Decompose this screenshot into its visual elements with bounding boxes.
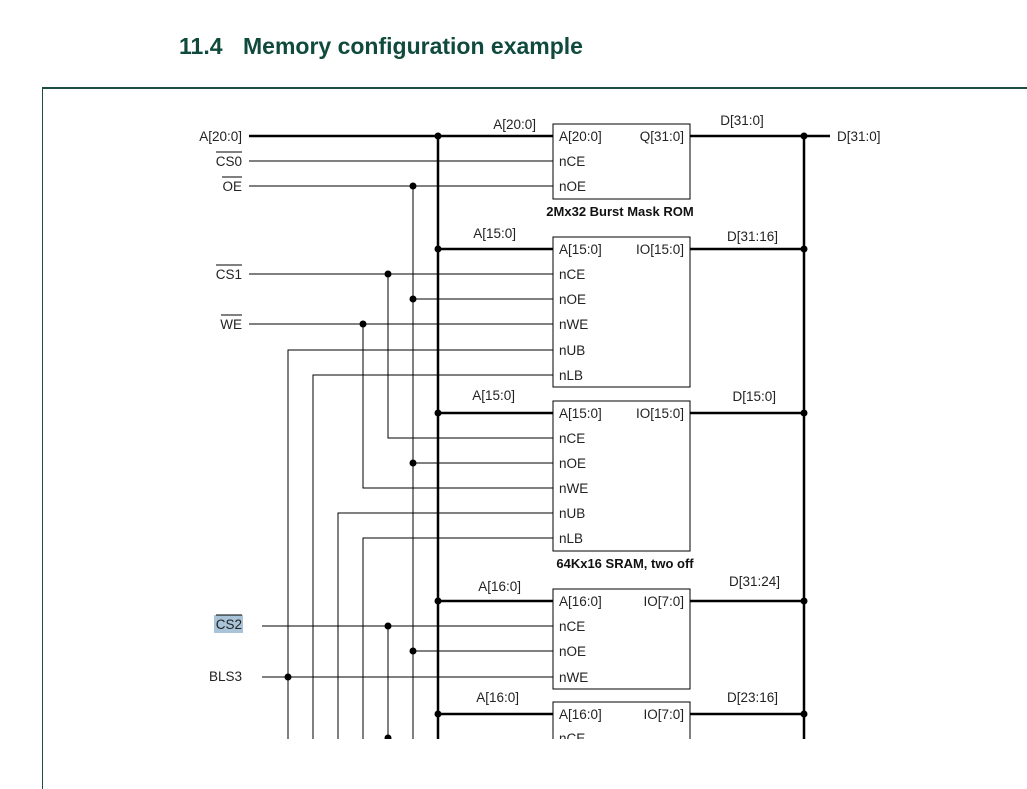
- sram1-addr-bus-label: A[15:0]: [473, 226, 516, 241]
- junction-dot: [434, 409, 442, 417]
- dev8a-pin-io: IO[7:0]: [643, 594, 684, 609]
- junction-dot: [359, 320, 367, 328]
- dev8b-chip: [552, 701, 691, 739]
- section-number: 11.4: [179, 33, 223, 59]
- cs2-selection-highlight: [214, 615, 243, 633]
- sram2-nub-line: [337, 512, 553, 739]
- sram1-pin-nub: nUB: [559, 343, 585, 358]
- rom-caption: 2Mx32 Burst Mask ROM: [546, 204, 693, 219]
- rom-data-bus-label: D[31:0]: [720, 113, 764, 128]
- dev8a-chip: [552, 588, 691, 690]
- sram1-pin-nce: nCE: [559, 267, 585, 282]
- rom-pin-addr: A[20:0]: [559, 129, 602, 144]
- sram2-pin-nwe: nWE: [559, 481, 588, 496]
- junction-dot: [384, 734, 392, 739]
- dev8a-pin-addr: A[16:0]: [559, 594, 602, 609]
- rom-chip: [552, 123, 691, 200]
- dev8a-addr-bus-label: A[16:0]: [478, 579, 521, 594]
- junction-dot: [409, 182, 417, 190]
- section-title: Memory configuration example: [243, 33, 583, 59]
- sram1-nub-line: [287, 349, 553, 739]
- sram1-pin-nwe: nWE: [559, 317, 588, 332]
- sram2-chip: [552, 400, 691, 552]
- junction-dot: [800, 132, 808, 140]
- cs1-label: CS1: [216, 267, 242, 282]
- rom-pin-q: Q[31:0]: [640, 129, 684, 144]
- figure-frame: [42, 87, 1027, 789]
- memory-schematic: A[20:0] CS0 OE CS1 WE CS2 BLS3 D[31:0] A…: [199, 113, 881, 739]
- junction-dot: [409, 459, 417, 467]
- dev8a-pin-nce: nCE: [559, 619, 585, 634]
- sram1-pin-nlb: nLB: [559, 368, 583, 383]
- junction-dot: [409, 295, 417, 303]
- dev8a-pin-nwe: nWE: [559, 670, 588, 685]
- sram2-data-bus-label: D[15:0]: [732, 389, 776, 404]
- sram2-pin-io: IO[15:0]: [636, 406, 684, 421]
- section-heading: 11.4 Memory configuration example: [179, 33, 583, 60]
- junction-dot: [434, 132, 442, 140]
- junction-dot: [434, 710, 442, 718]
- junction-dot: [800, 409, 808, 417]
- rom-addr-bus-label: A[20:0]: [493, 117, 536, 132]
- rom-pin-nce: nCE: [559, 154, 585, 169]
- cs1-trunk: [387, 274, 553, 439]
- junction-dot: [434, 245, 442, 253]
- sram2-pin-addr: A[15:0]: [559, 406, 602, 421]
- sram1-pin-io: IO[15:0]: [636, 242, 684, 257]
- junction-dot: [800, 710, 808, 718]
- sram2-pin-noe: nOE: [559, 456, 586, 471]
- oe-label: OE: [222, 179, 242, 194]
- junction-dots: [284, 132, 808, 739]
- we-label: WE: [220, 317, 242, 332]
- junction-dot: [384, 622, 392, 630]
- junction-dot: [800, 245, 808, 253]
- junction-dot: [409, 647, 417, 655]
- sram1-pin-addr: A[15:0]: [559, 242, 602, 257]
- sram2-pin-nlb: nLB: [559, 531, 583, 546]
- sram2-pin-nub: nUB: [559, 506, 585, 521]
- sram1-chip: [552, 236, 691, 388]
- dev8a-pin-noe: nOE: [559, 644, 586, 659]
- rom-pin-noe: nOE: [559, 179, 586, 194]
- data-out-label: D[31:0]: [837, 129, 881, 144]
- we-trunk: [362, 324, 553, 489]
- dev8b-pin-addr: A[16:0]: [559, 707, 602, 722]
- sram1-pin-noe: nOE: [559, 292, 586, 307]
- sram2-pin-nce: nCE: [559, 431, 585, 446]
- sram-caption: 64Kx16 SRAM, two off: [556, 556, 694, 571]
- dev8b-pin-nce: nCE: [559, 731, 585, 739]
- dev8a-data-bus-label: D[31:24]: [729, 574, 780, 589]
- junction-dot: [800, 597, 808, 605]
- sram1-nlb-line: [312, 374, 553, 739]
- addr-in-label: A[20:0]: [199, 129, 242, 144]
- dev8b-pin-io: IO[7:0]: [643, 707, 684, 722]
- cs0-label: CS0: [216, 154, 242, 169]
- dev8b-data-bus-label: D[23:16]: [727, 690, 778, 705]
- sram2-nlb-line: [362, 537, 553, 739]
- junction-dot: [384, 270, 392, 278]
- sram1-data-bus-label: D[31:16]: [727, 229, 778, 244]
- junction-dot: [434, 597, 442, 605]
- cs2-label: CS2: [216, 617, 242, 632]
- bls3-label: BLS3: [209, 669, 242, 684]
- dev8b-addr-bus-label: A[16:0]: [476, 690, 519, 705]
- sram2-addr-bus-label: A[15:0]: [472, 388, 515, 403]
- junction-dot: [284, 673, 292, 681]
